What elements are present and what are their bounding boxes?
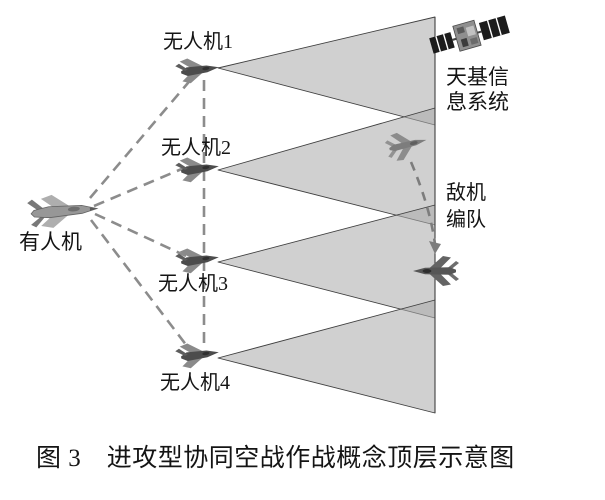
uav-icon-4 <box>174 339 221 371</box>
enemy-fighter-icon-1 <box>384 132 427 161</box>
sensor-cone-2 <box>217 107 436 226</box>
manned-fighter-icon <box>27 194 99 228</box>
enemy-formation-label: 敌机编队 <box>446 182 486 231</box>
sensor-cones <box>217 16 436 414</box>
uav-icon-3 <box>174 244 221 276</box>
datalink-manned-uav1 <box>89 76 194 199</box>
datalink-manned-uav4 <box>89 219 192 351</box>
sensor-cone-3 <box>217 204 436 319</box>
datalink-manned-uav3 <box>94 212 187 258</box>
datalink-lines <box>89 76 206 351</box>
sensor-cone-4 <box>217 299 436 414</box>
figure-caption: 图 3 进攻型协同空战作战概念顶层示意图 <box>36 445 515 472</box>
satellite-icon <box>429 15 510 54</box>
uav4-label: 无人机4 <box>160 372 230 394</box>
enemy-fighter-icon-2 <box>413 256 459 286</box>
manned-aircraft-label: 有人机 <box>19 230 82 254</box>
uav3-label: 无人机3 <box>158 273 228 295</box>
space-based-info-system-label: 天基信息系统 <box>446 65 509 114</box>
uav1-label: 无人机1 <box>163 31 233 53</box>
datalink-manned-uav2 <box>93 166 185 208</box>
sensor-cone-1 <box>217 16 436 126</box>
uav2-label: 无人机2 <box>161 137 231 159</box>
uav-icon-1 <box>174 54 221 86</box>
enemy-path-arrowhead <box>429 241 441 254</box>
